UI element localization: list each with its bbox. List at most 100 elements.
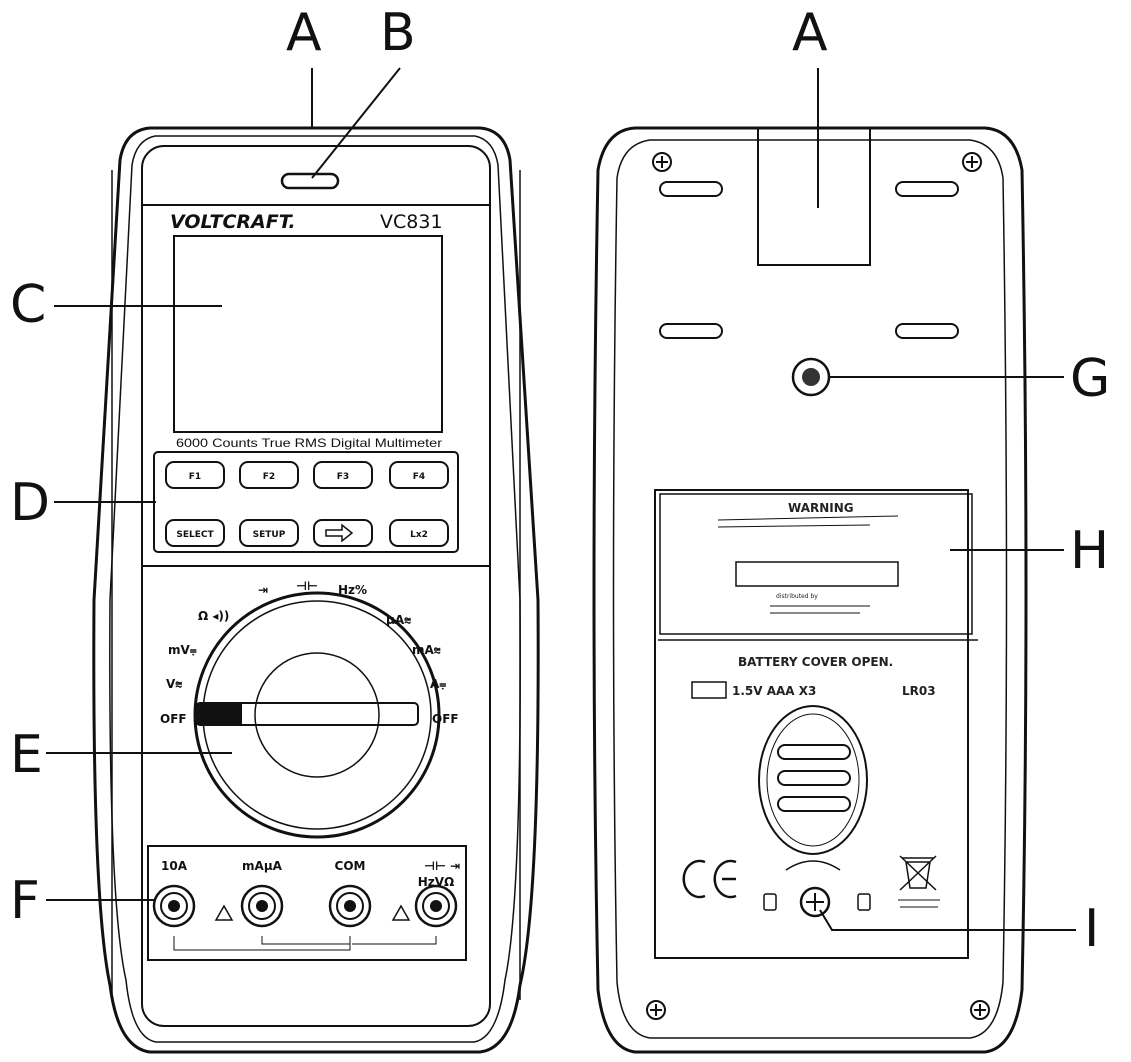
jack-socket-ring — [248, 892, 276, 920]
control-key-4[interactable]: Lx2 — [389, 519, 449, 547]
cover-screw-slot — [806, 893, 824, 911]
callout-back-h: H — [1070, 521, 1109, 581]
cover-screw — [799, 886, 831, 918]
front-faceplate — [141, 145, 491, 1027]
back-case — [592, 126, 1028, 1054]
lock-icon-left — [763, 893, 777, 911]
jack-socket-hole — [168, 900, 180, 912]
key-label: F4 — [413, 472, 425, 482]
battery-latch — [758, 705, 868, 855]
jack-label: HzVΩ — [418, 875, 455, 889]
distributed-by-label: distributed by — [776, 593, 818, 600]
key-body — [313, 519, 373, 547]
dial-off-right-label: OFF — [432, 712, 459, 726]
model-label: VC831 — [380, 211, 443, 233]
callout-front-c: C — [10, 275, 46, 335]
brand-label: VOLTCRAFT. — [170, 211, 296, 233]
keypad-top-row: F1 F2 F3 F4 — [165, 461, 449, 489]
leader-back-i — [819, 909, 1076, 931]
battery-spec-label: 1.5V AAA X3 — [732, 684, 816, 698]
jack-bracket-right — [352, 936, 437, 945]
latch-grip-1 — [777, 744, 851, 760]
jack-socket-ring — [160, 892, 188, 920]
latch-grip-3 — [777, 796, 851, 812]
jack-2[interactable]: mAµA — [240, 859, 284, 928]
jack-bracket-mid — [261, 936, 350, 945]
corner-screw-3 — [646, 1000, 666, 1020]
warning-triangle-icon-2 — [391, 904, 411, 921]
key-label: Lx2 — [410, 530, 428, 540]
callout-front-d: D — [10, 473, 50, 533]
jack-socket-outer — [414, 884, 458, 928]
battery-cover — [654, 489, 969, 959]
key-label: SETUP — [253, 530, 286, 540]
key-label: SELECT — [176, 530, 214, 540]
jack-3[interactable]: COM — [328, 859, 372, 928]
control-key-2[interactable]: SETUP — [239, 519, 299, 547]
battery-latch-inner — [766, 713, 860, 847]
front-view: VOLTCRAFT. VC831 6000 Counts True RMS Di… — [92, 126, 540, 1054]
callouts: A B C D E F A G H I — [10, 3, 1110, 959]
key-label: F3 — [337, 472, 349, 482]
dial-ohm-label: Ω ◂)) — [198, 609, 229, 623]
key-body — [239, 461, 299, 489]
jack-socket-outer — [328, 884, 372, 928]
function-key-2[interactable]: F2 — [239, 461, 299, 489]
dial-capacitor-label: ⊣⊢ — [296, 579, 318, 593]
dial-off-left-label: OFF — [160, 712, 187, 726]
corner-screw-2 — [962, 152, 982, 172]
jack-label: COM — [335, 859, 366, 873]
key-label: F2 — [263, 472, 275, 482]
key-body — [389, 461, 449, 489]
tripod-socket-inner — [802, 368, 820, 386]
dial-a-label: A⩦ — [430, 677, 446, 691]
callout-back-a: A — [792, 3, 828, 63]
jack-socket-outer — [152, 884, 196, 928]
front-holster — [92, 126, 540, 1054]
indicator-led — [280, 172, 340, 190]
jack-1[interactable]: 10A — [152, 859, 196, 928]
callout-front-a: A — [286, 3, 322, 63]
jack-socket-hole — [256, 900, 268, 912]
jack-socket-hole — [430, 900, 442, 912]
corner-screw-1 — [652, 152, 672, 172]
control-key-1[interactable]: SELECT — [165, 519, 225, 547]
jack-label: mAµA — [242, 859, 283, 873]
warning-triangle-icon — [214, 904, 234, 921]
lcd-display — [173, 235, 443, 433]
caption-label: 6000 Counts True RMS Digital Multimeter — [176, 436, 442, 450]
function-key-4[interactable]: F4 — [389, 461, 449, 489]
dial-ua-label: µA⩬ — [386, 613, 411, 627]
corner-screw-4 — [970, 1000, 990, 1020]
control-key-3[interactable] — [313, 519, 373, 547]
warning-text-line-2 — [717, 524, 871, 528]
jack-socket-outer — [240, 884, 284, 928]
lock-icon-right — [857, 893, 871, 911]
key-body — [165, 519, 225, 547]
keypad-bottom-row: SELECT SETUP Lx2 — [165, 519, 449, 547]
back-slot-2 — [895, 181, 959, 197]
ce-mark-icon — [682, 859, 737, 899]
dial-v-label: V⩬ — [166, 677, 182, 691]
backlight-arrow-icon — [325, 523, 354, 543]
jack-label: 10A — [161, 859, 188, 873]
jack-socket-ring — [336, 892, 364, 920]
back-slot-4 — [895, 323, 959, 339]
function-key-3[interactable]: F3 — [313, 461, 373, 489]
back-slot-1 — [659, 181, 723, 197]
jack-4[interactable]: HzVΩ — [414, 875, 458, 928]
rotary-dial-hub — [254, 652, 380, 778]
function-key-1[interactable]: F1 — [165, 461, 225, 489]
battery-type-label: LR03 — [902, 684, 936, 698]
key-body — [313, 461, 373, 489]
battery-cover-label: BATTERY COVER OPEN. — [738, 655, 893, 669]
dial-pointer-marker — [196, 704, 242, 724]
jack-panel — [147, 845, 467, 961]
weee-bin-icon — [899, 855, 937, 891]
tilt-stand — [757, 128, 871, 266]
key-body — [239, 519, 299, 547]
serial-box — [735, 561, 899, 587]
key-body — [389, 519, 449, 547]
warning-title: WARNING — [788, 501, 854, 515]
